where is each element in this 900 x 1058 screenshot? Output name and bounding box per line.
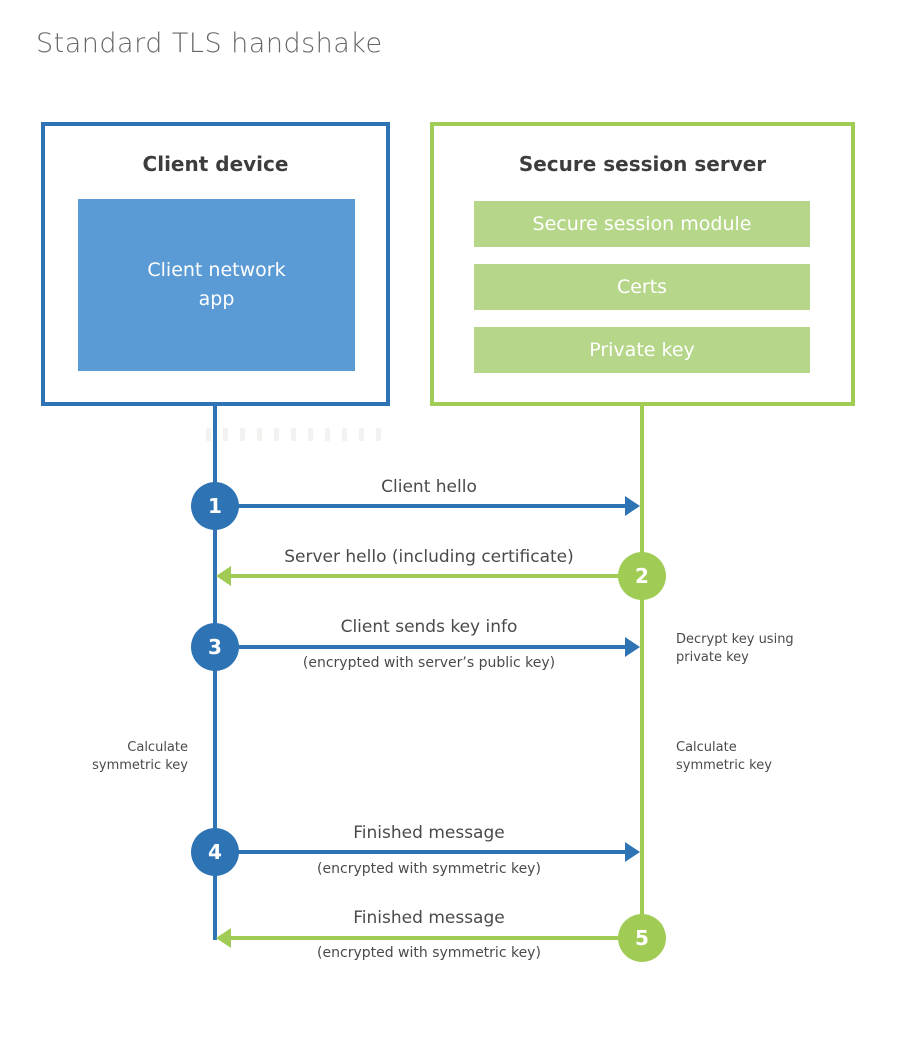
step-2-label: Server hello (including certificate) xyxy=(284,547,574,567)
client-box-title: Client device xyxy=(142,152,289,176)
server-module-certs: Certs xyxy=(474,264,810,310)
step-4-sublabel: (encrypted with symmetric key) xyxy=(317,861,541,877)
server-module-label: Secure session module xyxy=(532,213,752,235)
client-calculate-note: Calculate symmetric key xyxy=(92,740,188,773)
server-calculate-note: Calculate symmetric key xyxy=(676,740,772,773)
step-5-badge: 5 xyxy=(618,914,666,962)
step-4-label: Finished message xyxy=(353,823,505,843)
client-lifeline xyxy=(213,406,217,940)
server-module-private-key: Private key xyxy=(474,327,810,373)
server-module-label: Certs xyxy=(616,276,668,298)
arrow-step-4 xyxy=(215,850,627,854)
server-decrypt-note: Decrypt key using private key xyxy=(676,632,794,665)
page-title: Standard TLS handshake xyxy=(36,28,383,59)
step-4-badge: 4 xyxy=(191,828,239,876)
arrow-step-2 xyxy=(231,574,642,578)
step-3-badge: 3 xyxy=(191,623,239,671)
server-lifeline xyxy=(640,406,644,938)
arrowhead-right-icon xyxy=(625,842,640,862)
arrowhead-left-icon xyxy=(216,928,231,948)
arrowhead-left-icon xyxy=(216,566,231,586)
arrowhead-right-icon xyxy=(625,637,640,657)
client-network-app-label: Client network app xyxy=(147,258,286,310)
step-5-sublabel: (encrypted with symmetric key) xyxy=(317,945,541,961)
arrowhead-right-icon xyxy=(625,496,640,516)
step-5-label: Finished message xyxy=(353,908,505,928)
step-3-sublabel: (encrypted with server’s public key) xyxy=(302,655,556,671)
client-network-app-module: Client network app xyxy=(78,199,355,371)
step-2-badge: 2 xyxy=(618,552,666,600)
faint-artifact xyxy=(206,428,384,441)
server-module-label: Private key xyxy=(589,339,695,361)
step-1-badge: 1 xyxy=(191,482,239,530)
arrow-step-1 xyxy=(215,504,627,508)
step-3-label: Client sends key info xyxy=(340,617,518,637)
server-box-title: Secure session server xyxy=(518,152,767,176)
arrow-step-3 xyxy=(215,645,627,649)
step-1-label: Client hello xyxy=(381,477,477,497)
arrow-step-5 xyxy=(231,936,642,940)
server-module-secure-session: Secure session module xyxy=(474,201,810,247)
